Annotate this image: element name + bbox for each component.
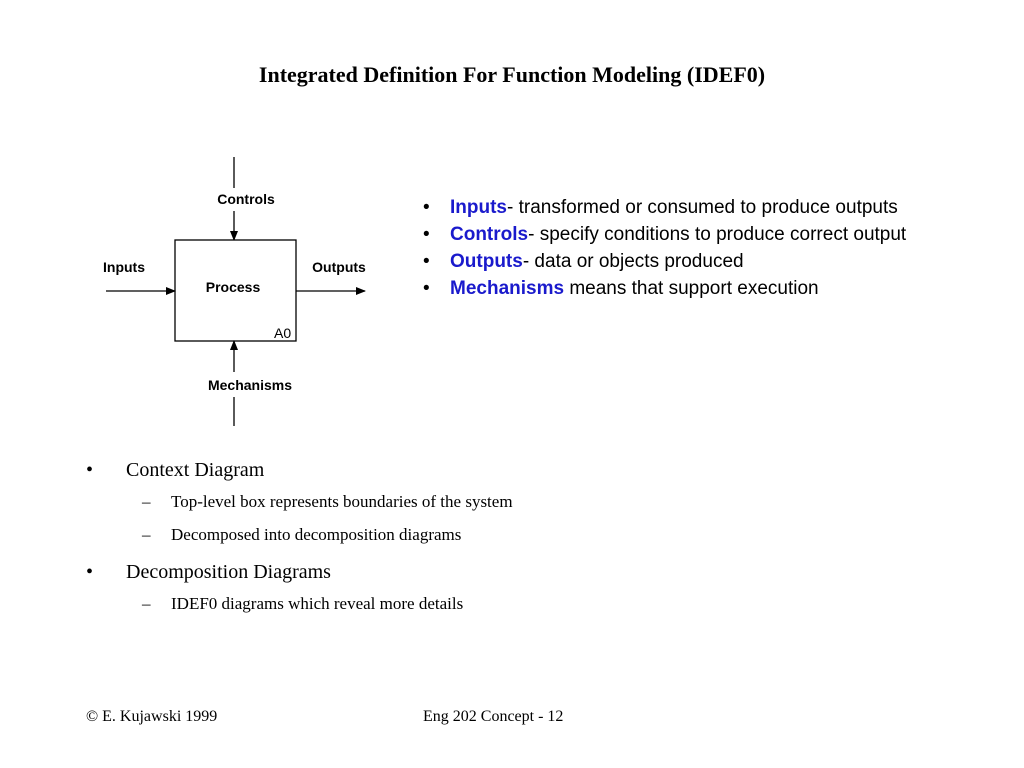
outline-item-context-diagram: • Context Diagram xyxy=(86,455,946,485)
outline-item-decomposition-diagrams: • Decomposition Diagrams xyxy=(86,557,946,587)
dash: – xyxy=(142,525,151,544)
mechanisms-label: Mechanisms xyxy=(208,377,292,393)
outputs-label: Outputs xyxy=(312,259,366,275)
term-controls: Controls xyxy=(450,224,529,245)
bullet: • xyxy=(86,459,94,481)
outline-subtext: Top-level box represents boundaries of t… xyxy=(171,492,513,511)
outline-text: Decomposition Diagrams xyxy=(126,561,331,583)
inputs-label: Inputs xyxy=(103,259,145,275)
definition-item-inputs: • Inputs- transformed or consumed to prod… xyxy=(423,194,1013,221)
outline: • Context Diagram – Top-level box repres… xyxy=(86,455,946,620)
definition-text: - specify conditions to produce correct … xyxy=(528,224,907,245)
controls-label: Controls xyxy=(217,191,275,207)
process-box xyxy=(174,239,297,342)
definition-text: - data or objects produced xyxy=(522,251,744,272)
bullet: • xyxy=(423,197,430,218)
dash: – xyxy=(142,594,151,613)
bullet: • xyxy=(86,561,94,583)
definition-list: • Inputs- transformed or consumed to prod… xyxy=(423,194,1013,302)
node-id-label: A0 xyxy=(274,325,291,341)
term-inputs: Inputs xyxy=(450,197,507,218)
outline-subitem: – Top-level box represents boundaries of… xyxy=(86,485,946,518)
definition-text: means that support execution xyxy=(564,278,819,299)
outline-text: Context Diagram xyxy=(126,459,265,481)
outline-subitem: – IDEF0 diagrams which reveal more detai… xyxy=(86,587,946,620)
dash: – xyxy=(142,492,151,511)
outline-subtext: Decomposed into decomposition diagrams xyxy=(171,525,462,544)
bullet: • xyxy=(423,251,430,272)
outline-subitem: – Decomposed into decomposition diagrams xyxy=(86,518,946,551)
term-outputs: Outputs xyxy=(450,251,523,272)
definition-item-mechanisms: • Mechanisms means that support execution xyxy=(423,275,1013,302)
bullet: • xyxy=(423,278,430,299)
slide-title: Integrated Definition For Function Model… xyxy=(258,62,766,87)
definition-item-outputs: • Outputs- data or objects produced xyxy=(423,248,1013,275)
definition-item-controls: • Controls- specify conditions to produce… xyxy=(423,221,1013,248)
footer-course: Eng 202 Concept - 12 xyxy=(423,708,564,725)
definition-text: - transformed or consumed to produce out… xyxy=(507,197,898,218)
process-label: Process xyxy=(206,279,261,295)
bullet: • xyxy=(423,224,430,245)
outline-subtext: IDEF0 diagrams which reveal more details xyxy=(171,594,464,613)
term-mechanisms: Mechanisms xyxy=(450,278,565,299)
footer-copyright: © E. Kujawski 1999 xyxy=(86,708,218,725)
